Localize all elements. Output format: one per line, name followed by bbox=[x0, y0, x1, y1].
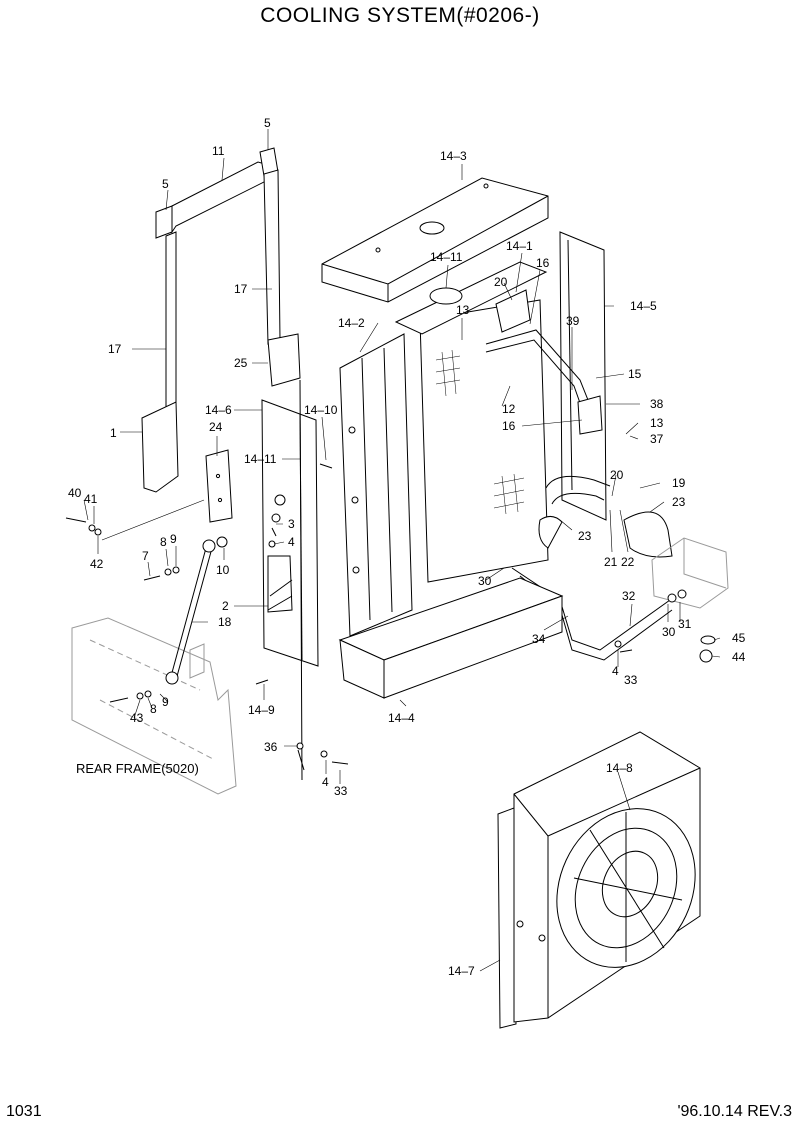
callout-18: 18 bbox=[218, 615, 232, 629]
callout-9-bottom: 9 bbox=[162, 695, 169, 709]
page-title: COOLING SYSTEM(#0206-) bbox=[260, 4, 540, 27]
fan-guard-14-8 bbox=[556, 808, 696, 968]
fasteners bbox=[65, 463, 716, 765]
callout-labels: 5 11 5 17 17 1 25 24 14–6 14–10 14–11 14… bbox=[68, 116, 746, 978]
support-rod-18 bbox=[165, 539, 216, 685]
callout-8-bottom: 8 bbox=[150, 702, 157, 716]
callout-24: 24 bbox=[209, 420, 223, 434]
radiator-core bbox=[339, 261, 549, 637]
callout-42: 42 bbox=[90, 557, 104, 571]
callout-21: 21 bbox=[604, 555, 618, 569]
callout-17-right: 17 bbox=[234, 282, 248, 296]
side-shroud-14-6 bbox=[261, 379, 319, 781]
callout-14-11-top: 14–11 bbox=[430, 250, 463, 264]
callout-13-right: 13 bbox=[650, 416, 664, 430]
callout-5-top: 5 bbox=[264, 116, 271, 130]
callout-14-8: 14–8 bbox=[606, 761, 633, 775]
callout-16-top: 16 bbox=[536, 256, 550, 270]
callout-3: 3 bbox=[288, 517, 295, 531]
callout-39: 39 bbox=[566, 314, 580, 328]
top-cover-14-3 bbox=[321, 177, 549, 303]
callout-43: 43 bbox=[130, 711, 144, 725]
callout-33-bottom: 33 bbox=[334, 784, 348, 798]
leader-lines bbox=[83, 129, 721, 972]
bottom-pan-14-4 bbox=[338, 577, 564, 699]
rear-frame-outline bbox=[71, 617, 237, 795]
callout-25: 25 bbox=[234, 356, 248, 370]
callout-14-5: 14–5 bbox=[630, 299, 657, 313]
callout-44: 44 bbox=[732, 650, 746, 664]
callout-37: 37 bbox=[650, 432, 664, 446]
callout-12: 12 bbox=[502, 402, 516, 416]
page-number: 1031 bbox=[6, 1103, 42, 1120]
callout-23-right: 23 bbox=[672, 495, 686, 509]
callout-5-left: 5 bbox=[162, 177, 169, 191]
callout-4-mid: 4 bbox=[288, 535, 295, 549]
callout-14-3: 14–3 bbox=[440, 149, 467, 163]
callout-14-2: 14–2 bbox=[338, 316, 365, 330]
callout-10: 10 bbox=[216, 563, 230, 577]
callout-14-9: 14–9 bbox=[248, 703, 275, 717]
callout-7: 7 bbox=[142, 549, 149, 563]
callout-36: 36 bbox=[264, 740, 278, 754]
callout-34: 34 bbox=[532, 632, 546, 646]
callout-14-10: 14–10 bbox=[304, 403, 338, 417]
callout-45: 45 bbox=[732, 631, 746, 645]
callout-38: 38 bbox=[650, 397, 664, 411]
callout-14-4: 14–4 bbox=[388, 711, 415, 725]
callout-2: 2 bbox=[222, 599, 229, 613]
callout-20-top: 20 bbox=[494, 275, 508, 289]
rear-frame-label: REAR FRAME(5020) bbox=[76, 761, 199, 776]
callout-16-mid: 16 bbox=[502, 419, 516, 433]
callout-33-right: 33 bbox=[624, 673, 638, 687]
callout-4-right: 4 bbox=[612, 664, 619, 678]
callout-17-left: 17 bbox=[108, 342, 122, 356]
callout-4-bottom: 4 bbox=[322, 775, 329, 789]
callout-40: 40 bbox=[68, 486, 82, 500]
revision-label: '96.10.14 REV.3 bbox=[677, 1103, 792, 1120]
callout-14-11-left: 14–11 bbox=[244, 452, 277, 466]
callout-11: 11 bbox=[212, 144, 225, 158]
callout-9-top: 9 bbox=[170, 532, 177, 546]
callout-22: 22 bbox=[621, 555, 635, 569]
callout-30-right: 30 bbox=[662, 625, 676, 639]
right-shroud-14-5 bbox=[559, 231, 607, 521]
callout-41: 41 bbox=[84, 492, 98, 506]
callout-15: 15 bbox=[628, 367, 642, 381]
callout-19: 19 bbox=[672, 476, 686, 490]
block-outline bbox=[651, 537, 729, 609]
callout-23-mid: 23 bbox=[578, 529, 592, 543]
callout-13-top: 13 bbox=[456, 303, 470, 317]
seal-strip-assembly bbox=[141, 147, 301, 523]
callout-14-1: 14–1 bbox=[506, 239, 533, 253]
callout-30-left: 30 bbox=[478, 574, 492, 588]
callout-1: 1 bbox=[110, 426, 117, 440]
callout-20-right: 20 bbox=[610, 468, 624, 482]
callout-31: 31 bbox=[678, 617, 692, 631]
callout-14-6: 14–6 bbox=[205, 403, 232, 417]
callout-8-top: 8 bbox=[160, 535, 167, 549]
callout-14-7: 14–7 bbox=[448, 964, 475, 978]
callout-32: 32 bbox=[622, 589, 636, 603]
